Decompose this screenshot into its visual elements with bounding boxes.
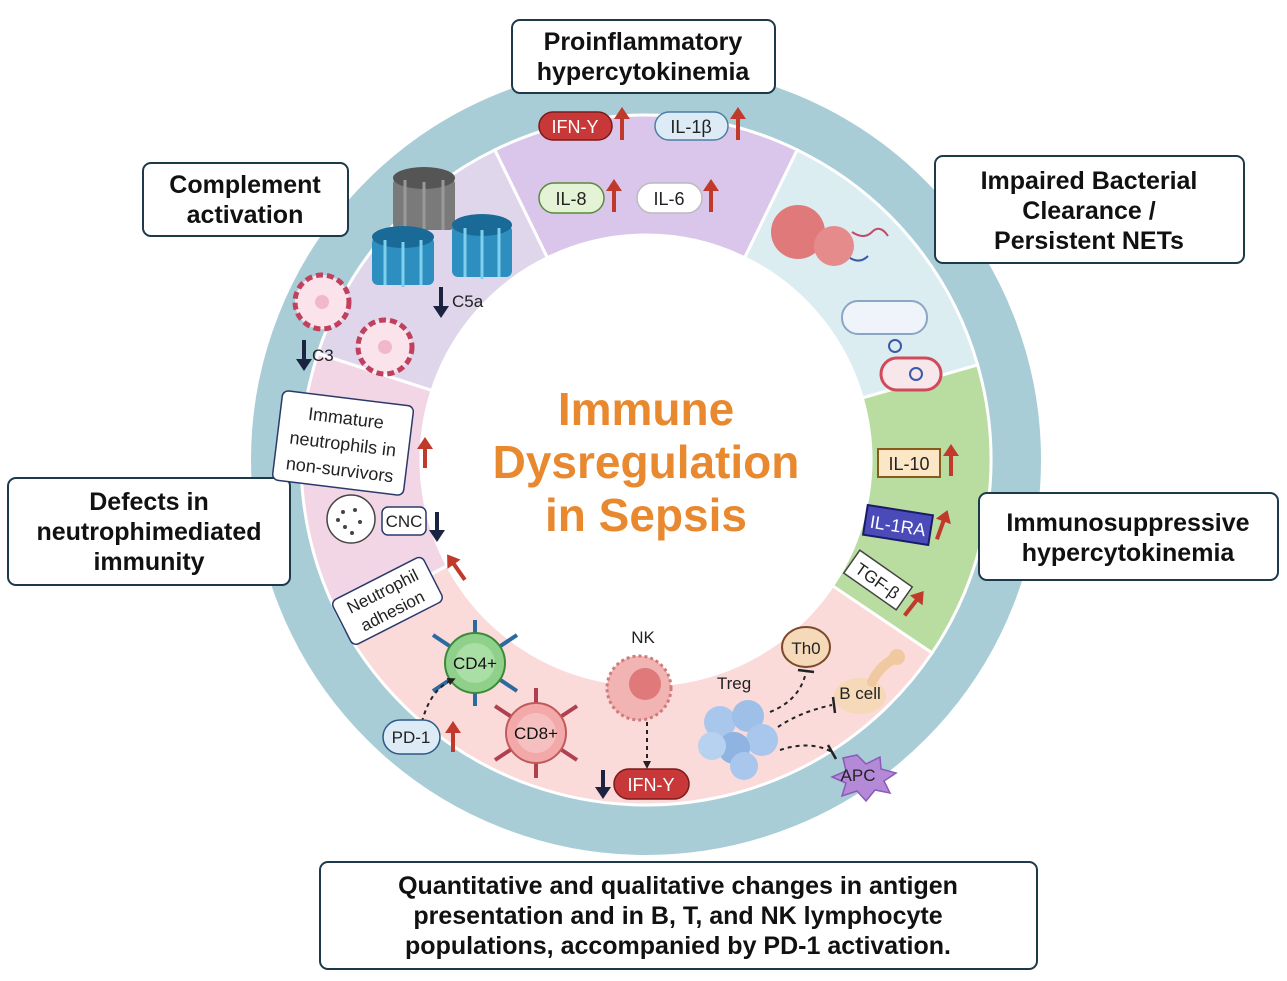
bacterial-clearance-box: Impaired Bacterial Clearance / Persisten… [934, 155, 1245, 264]
pd-1-pill: PD-1 [382, 719, 441, 755]
treg-label: Treg [717, 674, 751, 693]
il-6-pill: IL-6 [636, 182, 703, 214]
bacteria-icon [841, 300, 943, 392]
apc-label: APC [841, 766, 876, 785]
up-arrow-icon [943, 444, 959, 476]
cd8-cell-icon [493, 688, 579, 778]
svg-text:CNC: CNC [386, 512, 423, 531]
inhibition-line [777, 704, 833, 728]
il-10-badge: IL-10 [877, 448, 941, 478]
up-arrow-icon [606, 179, 622, 212]
down-arrow-icon [296, 340, 312, 371]
inhibition-line [779, 744, 833, 753]
down-arrow-icon [429, 512, 445, 542]
pd1-dashed-arrow [421, 678, 456, 723]
lymphocyte-line-2: presentation and in B, T, and NK lymphoc… [413, 902, 942, 930]
th0-cell-icon [781, 626, 831, 668]
nk-label: NK [631, 628, 655, 647]
cnc-label: CNC [381, 506, 427, 536]
proinflammatory-line-1: Proinflammatory [544, 28, 743, 56]
up-arrow-icon [445, 721, 461, 752]
svg-text:IL-10: IL-10 [888, 454, 929, 474]
il-8-pill: IL-8 [538, 182, 605, 214]
neutrophil-defects-line-2: neutrophimediated [36, 518, 261, 546]
inhibition-line [769, 671, 807, 713]
bacterial-line-2: Clearance / [1022, 197, 1155, 225]
neutrophil-cell-icon [326, 494, 376, 544]
complement-box: Complement activation [142, 162, 349, 237]
cd4-cell-icon [431, 620, 519, 706]
complement-line-2: activation [187, 201, 304, 229]
neutrophil-adhesion-label: Neutrophil adhesion [331, 556, 443, 645]
center-title: Immune Dysregulation in Sepsis [493, 383, 800, 541]
complement-pore-grey-icon [393, 167, 455, 232]
proinflammatory-line-2: hypercytokinemia [537, 58, 751, 86]
up-arrow-icon [447, 554, 467, 581]
neutrophil-net-icon [771, 205, 889, 266]
cd8-label: CD8+ [514, 724, 558, 743]
immunosuppressive-line-2: hypercytokinemia [1022, 539, 1236, 567]
cd4-label: CD4+ [453, 654, 497, 673]
up-arrow-icon [417, 437, 433, 468]
apc-cell-icon [830, 754, 898, 803]
lymphocyte-changes-box: Quantitative and qualitative changes in … [319, 861, 1038, 970]
inhibition-bar [826, 744, 838, 760]
ifn-gamma-bottom-pill: IFN-Y [613, 768, 690, 800]
svg-text:IFN-Y: IFN-Y [552, 117, 599, 137]
center-circle [421, 235, 871, 685]
complement-line-1: Complement [169, 171, 321, 199]
b-cell-label: B cell [839, 684, 881, 703]
lymphocyte-line-3: populations, accompanied by PD-1 activat… [405, 932, 951, 960]
bacterial-line-3: Persistent NETs [994, 227, 1184, 255]
up-arrow-icon [730, 107, 746, 140]
svg-text:IFN-Y: IFN-Y [628, 775, 675, 795]
down-arrow-icon [433, 287, 449, 318]
up-arrow-icon [703, 179, 719, 212]
proinflammatory-box: Proinflammatory hypercytokinemia [511, 19, 776, 94]
immature-neutrophils-label: Immature neutrophils in non-survivors [271, 390, 415, 496]
lymphocyte-line-1: Quantitative and qualitative changes in … [398, 872, 958, 900]
inhibition-bar [831, 696, 837, 714]
c3-label: C3 [312, 346, 334, 365]
immunosuppressive-line-1: Immunosuppressive [1006, 509, 1249, 537]
immunosuppressive-box: Immunosuppressive hypercytokinemia [978, 492, 1279, 581]
neutrophil-defects-line-1: Defects in [89, 488, 208, 516]
up-arrow-icon [935, 510, 951, 540]
nk-cell-icon [605, 654, 673, 722]
center-title-line-2: Dysregulation [493, 436, 800, 488]
il-1b-pill: IL-1β [654, 111, 729, 141]
th0-label: Th0 [791, 639, 820, 658]
b-cell-icon [834, 649, 905, 714]
svg-text:IL-6: IL-6 [653, 189, 684, 209]
ifn-gamma-top-pill: IFN-Y [538, 111, 613, 141]
neutrophil-defects-box: Defects in neutrophimediated immunity [7, 477, 291, 586]
svg-text:IL-1β: IL-1β [670, 117, 711, 137]
center-title-line-3: in Sepsis [545, 489, 747, 541]
down-arrow-icon [595, 770, 611, 799]
il-1ra-badge: IL-1RA [861, 503, 935, 547]
cell-membrane-icon [355, 317, 415, 377]
neutrophil-defects-line-3: immunity [93, 548, 204, 576]
cell-membrane-icon [292, 272, 352, 332]
center-title-line-1: Immune [558, 383, 734, 435]
inhibition-bar [797, 668, 815, 674]
complement-pore-blue-icon [372, 226, 434, 287]
svg-text:IL-8: IL-8 [555, 189, 586, 209]
c5a-label: C5a [452, 292, 484, 311]
svg-text:PD-1: PD-1 [392, 728, 431, 747]
treg-cluster-icon [698, 700, 778, 780]
up-arrow-icon [903, 591, 924, 617]
complement-pore-blue-icon [452, 214, 512, 279]
up-arrow-icon [614, 107, 630, 140]
bacterial-line-1: Impaired Bacterial [981, 167, 1198, 195]
